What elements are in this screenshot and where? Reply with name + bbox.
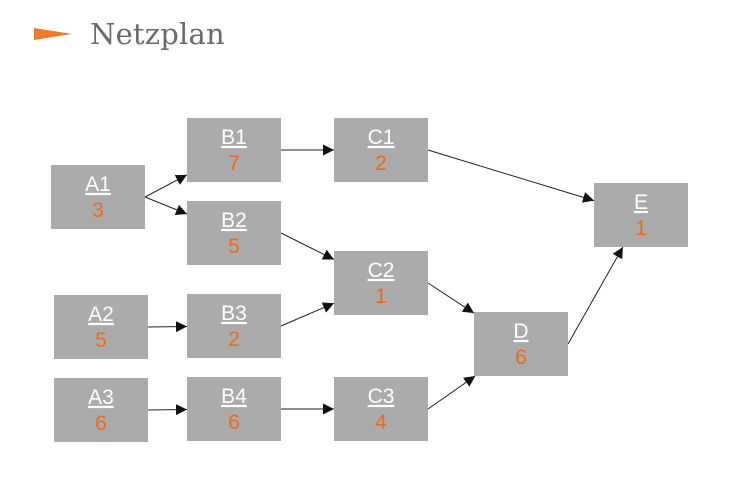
node-a3: A36 xyxy=(54,378,148,442)
node-b3: B32 xyxy=(187,294,281,358)
node-label: C3 xyxy=(368,385,395,408)
node-label: A1 xyxy=(85,173,111,196)
edge-b2-c2 xyxy=(280,232,335,260)
node-b4: B46 xyxy=(187,377,281,441)
node-duration: 5 xyxy=(95,329,107,352)
edge-c1-e xyxy=(427,149,595,203)
node-label: C2 xyxy=(368,259,395,282)
node-box xyxy=(334,118,428,182)
node-duration: 1 xyxy=(635,217,647,240)
node-e: E1 xyxy=(594,183,688,247)
node-box xyxy=(187,377,281,441)
node-c1: C12 xyxy=(334,118,428,182)
node-label: B3 xyxy=(221,302,247,325)
node-box xyxy=(187,118,281,182)
node-label: D xyxy=(513,320,528,343)
node-box xyxy=(594,183,688,247)
node-box xyxy=(54,295,148,359)
node-duration: 2 xyxy=(228,328,240,351)
node-box xyxy=(334,251,428,315)
edge-a1-b1 xyxy=(144,174,188,198)
node-b2: B25 xyxy=(187,201,281,265)
node-a2: A25 xyxy=(54,295,148,359)
node-label: E xyxy=(634,191,648,214)
node-duration: 5 xyxy=(228,235,240,258)
arrow-pointer-icon xyxy=(34,28,72,40)
node-c3: C34 xyxy=(334,377,428,441)
edge-d-e xyxy=(567,246,624,345)
node-label: C1 xyxy=(368,126,395,149)
node-box xyxy=(187,201,281,265)
node-duration: 4 xyxy=(375,411,387,434)
node-box xyxy=(54,378,148,442)
edge-c3-d xyxy=(427,375,476,410)
node-duration: 7 xyxy=(228,152,240,175)
node-duration: 6 xyxy=(228,411,240,434)
title-bar: Netzplan xyxy=(34,14,225,54)
node-label: B4 xyxy=(221,385,247,408)
node-label: A2 xyxy=(88,303,114,326)
node-duration: 6 xyxy=(95,412,107,435)
node-box xyxy=(474,312,568,376)
edge-b3-c2 xyxy=(280,302,335,327)
node-duration: 2 xyxy=(375,152,387,175)
page-title: Netzplan xyxy=(90,17,225,51)
edges-layer xyxy=(144,144,624,416)
node-label: B2 xyxy=(221,209,247,232)
node-label: B1 xyxy=(221,126,247,149)
node-box xyxy=(51,165,145,229)
edge-c2-d xyxy=(427,282,475,314)
node-d: D6 xyxy=(474,312,568,376)
edge-a1-b2 xyxy=(144,196,188,215)
node-duration: 3 xyxy=(92,199,104,222)
node-c2: C21 xyxy=(334,251,428,315)
node-duration: 1 xyxy=(375,285,387,308)
node-duration: 6 xyxy=(515,346,527,369)
node-a1: A13 xyxy=(51,165,145,229)
node-label: A3 xyxy=(88,386,114,409)
node-box xyxy=(187,294,281,358)
node-box xyxy=(334,377,428,441)
node-b1: B17 xyxy=(187,118,281,182)
